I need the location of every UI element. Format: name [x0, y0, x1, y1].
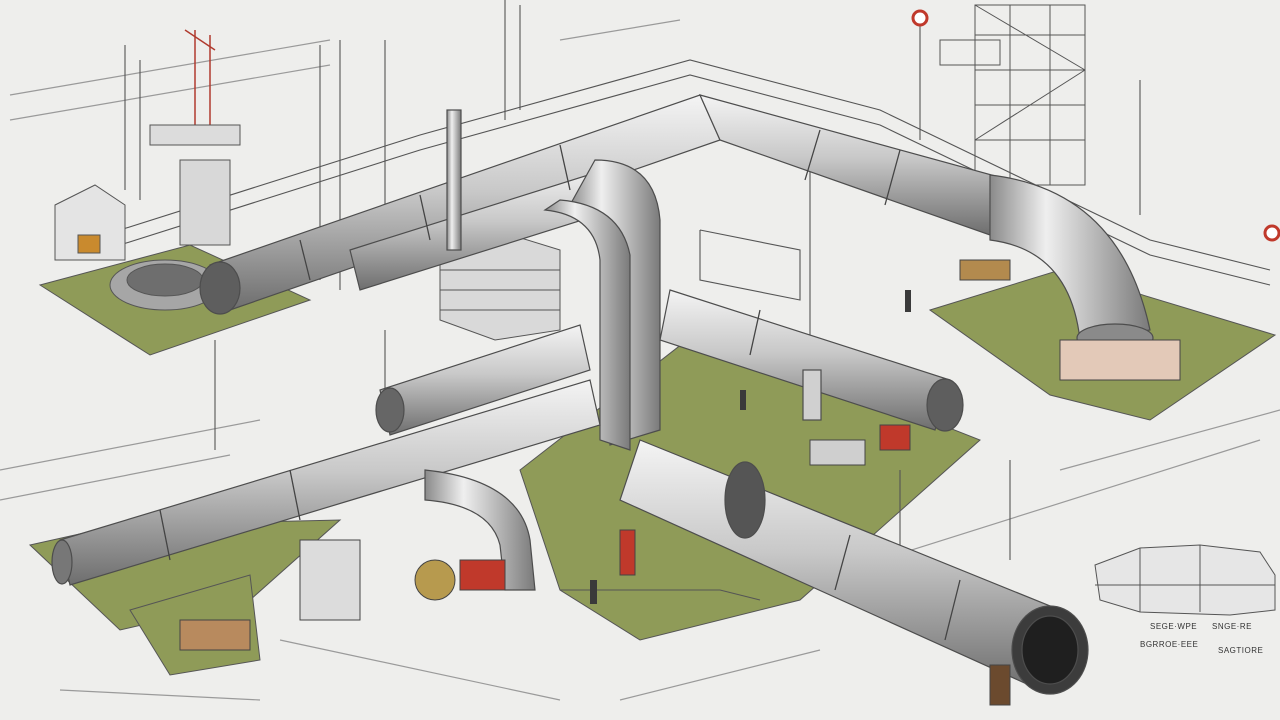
- warning-sign-icon: [911, 9, 929, 27]
- pipe-center-riser-2: [543, 199, 631, 451]
- warning-signs: [911, 9, 1280, 242]
- pipe-elbow-right: [989, 174, 1151, 341]
- inset-label-right: SNGE·RE: [1212, 622, 1252, 631]
- pipe-network: [51, 94, 1154, 695]
- crane-platform: [149, 124, 241, 146]
- warning-sign-icon: [1263, 224, 1280, 242]
- support-column: [802, 369, 822, 421]
- pipe-flanges: [159, 129, 961, 641]
- ground-grid: [0, 19, 1280, 701]
- worker-figure: [740, 390, 746, 410]
- inset-label-left: SEGE·WPE: [1150, 622, 1198, 631]
- inset-caption-right: SAGTIORE: [1218, 646, 1264, 655]
- inset-caption-left: BGRROE·EEE: [1140, 640, 1199, 649]
- pipe-u-bend: [424, 469, 536, 591]
- pipe-right-mid: [659, 289, 951, 431]
- workers: [590, 290, 911, 604]
- vent-stack: [446, 109, 462, 251]
- left-machinery: [54, 159, 231, 311]
- inset-sketch: [1094, 544, 1276, 616]
- equipment-details: [179, 259, 1181, 706]
- worker-figure: [905, 290, 911, 312]
- worker-figure: [590, 580, 597, 604]
- scaffold-tower: [939, 4, 1086, 186]
